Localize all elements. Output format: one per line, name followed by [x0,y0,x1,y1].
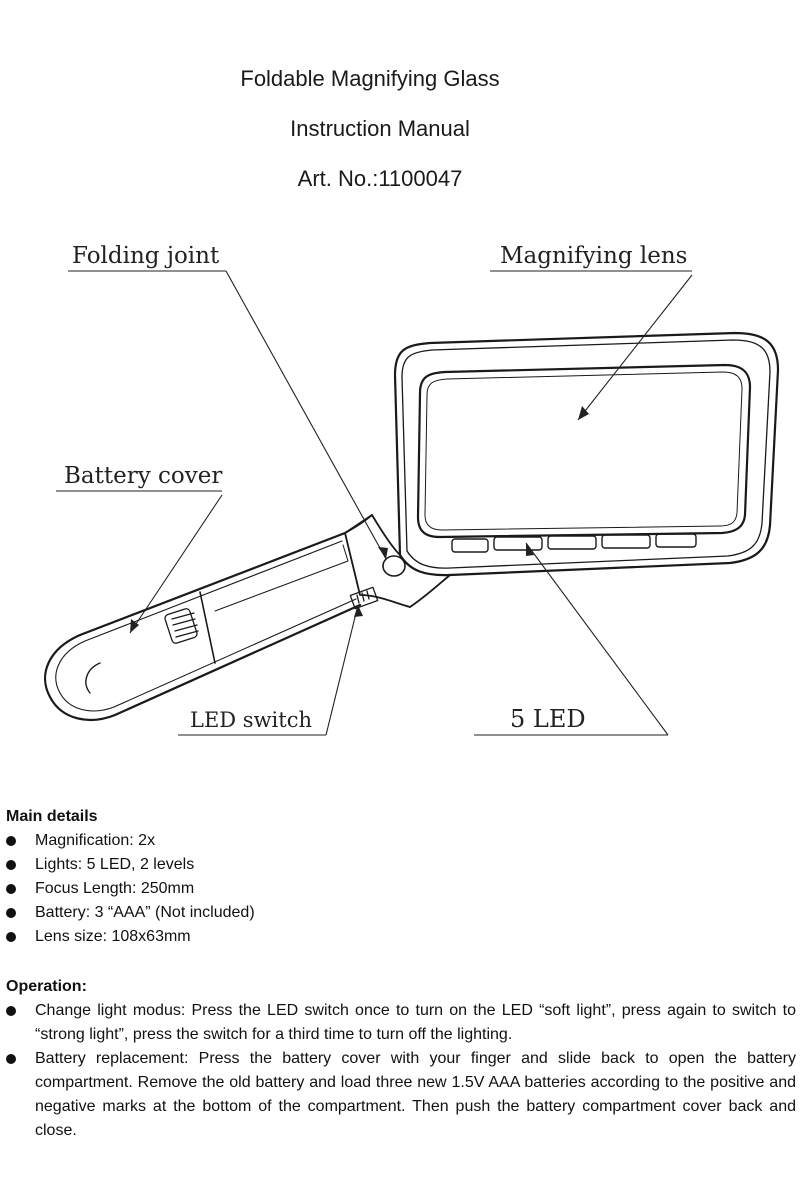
label-5-led: 5 LED [510,705,586,733]
label-battery-cover: Battery cover [64,463,222,489]
led-row [451,533,697,553]
list-item: Battery replacement: Press the battery c… [6,1047,796,1143]
operation-heading: Operation: [6,978,87,995]
bullet-icon [6,908,16,918]
list-item: Change light modus: Press the LED switch… [6,999,796,1047]
list-item: Focus Length: 250mm [6,877,796,901]
label-folding-joint: Folding joint [72,243,220,269]
label-led-switch: LED switch [190,708,312,732]
main-details-section: Main details Magnification: 2x Lights: 5… [6,805,796,949]
operation-list: Change light modus: Press the LED switch… [6,999,796,1143]
magnifier-diagram: Folding joint Magnifying lens Battery co… [44,243,780,736]
lens-frame [393,331,780,577]
bullet-icon [6,1006,16,1016]
article-number: Art. No.:1100047 [297,166,463,191]
bullet-icon [6,836,16,846]
led-2 [493,536,543,551]
bullet-icon [6,932,16,942]
led-3 [547,535,597,550]
main-details-heading: Main details [6,808,98,825]
main-details-list: Magnification: 2x Lights: 5 LED, 2 level… [6,829,796,949]
document-subtitle: Instruction Manual [290,116,470,141]
bullet-icon [6,884,16,894]
list-item: Battery: 3 “AAA” (Not included) [6,901,796,925]
handle [44,531,362,721]
magnifying-lens [416,363,752,539]
led-5 [655,533,697,548]
document-title: Foldable Magnifying Glass [240,66,500,91]
label-magnifying-lens: Magnifying lens [500,243,687,269]
bullet-icon [6,860,16,870]
list-item: Magnification: 2x [6,829,796,853]
bullet-icon [6,1054,16,1064]
led-switch [349,586,379,610]
folding-joint [382,555,406,577]
battery-cover-grip [164,608,199,644]
led-4 [601,534,651,549]
list-item: Lens size: 108x63mm [6,925,796,949]
list-item: Lights: 5 LED, 2 levels [6,853,796,877]
led-1 [451,538,489,553]
operation-section: Operation: Change light modus: Press the… [6,975,796,1143]
